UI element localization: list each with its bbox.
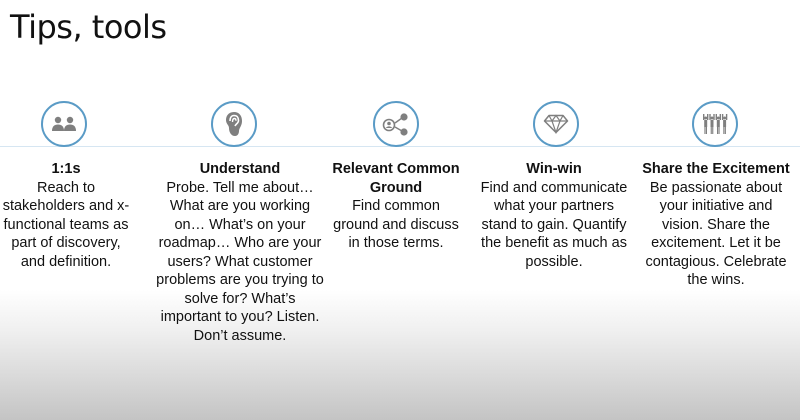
icon-circle-understand <box>211 101 257 147</box>
ear-icon <box>226 112 242 136</box>
two-people-icon <box>52 116 76 131</box>
column-1on1: 1:1s Reach to stakeholders and x-functio… <box>2 160 130 271</box>
column-heading: Relevant Common Ground <box>332 161 460 196</box>
column-body: Probe. Tell me about… What are you worki… <box>156 179 324 344</box>
column-body: Find common ground and discuss in those … <box>333 198 459 251</box>
icon-circle-excitement <box>692 101 738 147</box>
column-heading: Share the Excitement <box>642 161 790 177</box>
column-heading: 1:1s <box>51 161 81 177</box>
column-excitement: Share the Excitement Be passionate about… <box>640 160 792 290</box>
column-body: Find and communicate what your partners … <box>480 179 628 270</box>
column-win-win: Win-win Find and communicate what your p… <box>478 160 630 271</box>
column-body: Reach to stakeholders and x-functional t… <box>2 179 130 270</box>
column-heading: Win-win <box>526 161 582 177</box>
column-understand: Understand Probe. Tell me about… What ar… <box>155 160 325 345</box>
column-heading: Understand <box>199 161 281 177</box>
icon-circle-win-win <box>533 101 579 147</box>
cheering-crowd-icon <box>703 114 728 134</box>
share-network-icon <box>382 113 408 136</box>
column-body: Be passionate about your initiative and … <box>645 179 787 289</box>
diamond-icon <box>543 114 569 134</box>
icon-circle-1on1 <box>41 101 87 147</box>
icon-circle-common-ground <box>373 101 419 147</box>
column-common-ground: Relevant Common Ground Find common groun… <box>332 160 460 253</box>
slide-title: Tips, tools <box>10 8 167 46</box>
